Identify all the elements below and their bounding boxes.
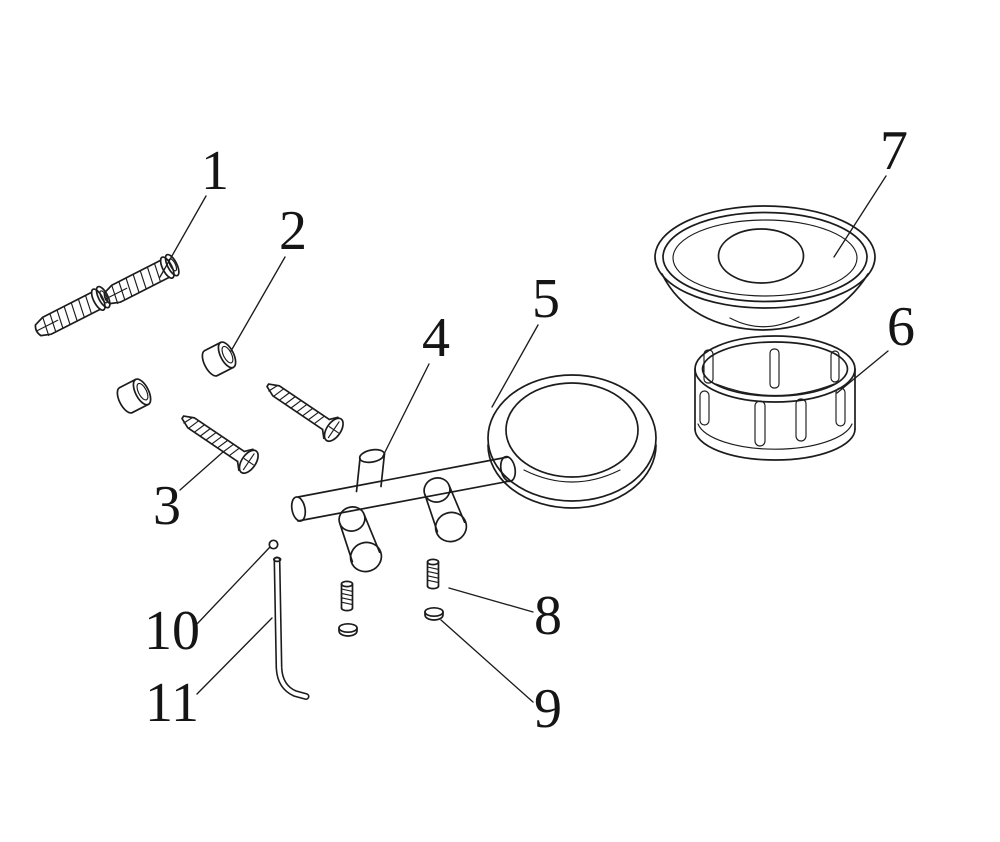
part-number-label: 7 [880,120,908,182]
set-screw-part [426,558,440,590]
set-screw-part [340,580,354,612]
part-number-label: 11 [145,672,199,734]
part-number-label: 4 [422,307,450,369]
wall-anchor-part [30,283,114,343]
part-number-label: 6 [887,296,915,358]
part-number-labels: 1 2 3 4 5 6 7 8 9 10 11 [144,120,915,740]
leader-line [836,350,889,394]
part-number-label: 1 [201,140,229,202]
part-number-label: 3 [153,475,181,537]
soap-dish-part [654,205,876,331]
steel-ball-part [268,539,279,550]
mounting-arm-part [290,448,517,573]
leader-line [230,256,286,352]
cup-insert-part [694,335,856,461]
leader-line [196,617,273,695]
leader-line [196,546,271,625]
cap-nut-part [424,606,444,621]
part-number-label: 2 [279,200,307,262]
mounting-screw-part [174,405,263,478]
leader-line [440,619,534,703]
leader-line [381,363,430,459]
cover-cap-part [197,338,241,380]
cap-nut-part [338,622,358,637]
cover-cap-part [112,375,156,417]
part-number-label: 8 [534,585,562,647]
leader-lines [159,175,889,703]
leader-line [491,324,539,408]
leader-line [448,587,534,613]
leader-line [159,195,207,278]
part-number-label: 9 [534,678,562,740]
leader-line [833,175,887,258]
holder-ring-part [487,374,657,509]
hex-key-part [272,556,310,700]
part-number-label: 5 [532,268,560,330]
mounting-screw-part [259,373,348,446]
leader-line [179,451,224,491]
part-number-label: 10 [144,600,200,662]
